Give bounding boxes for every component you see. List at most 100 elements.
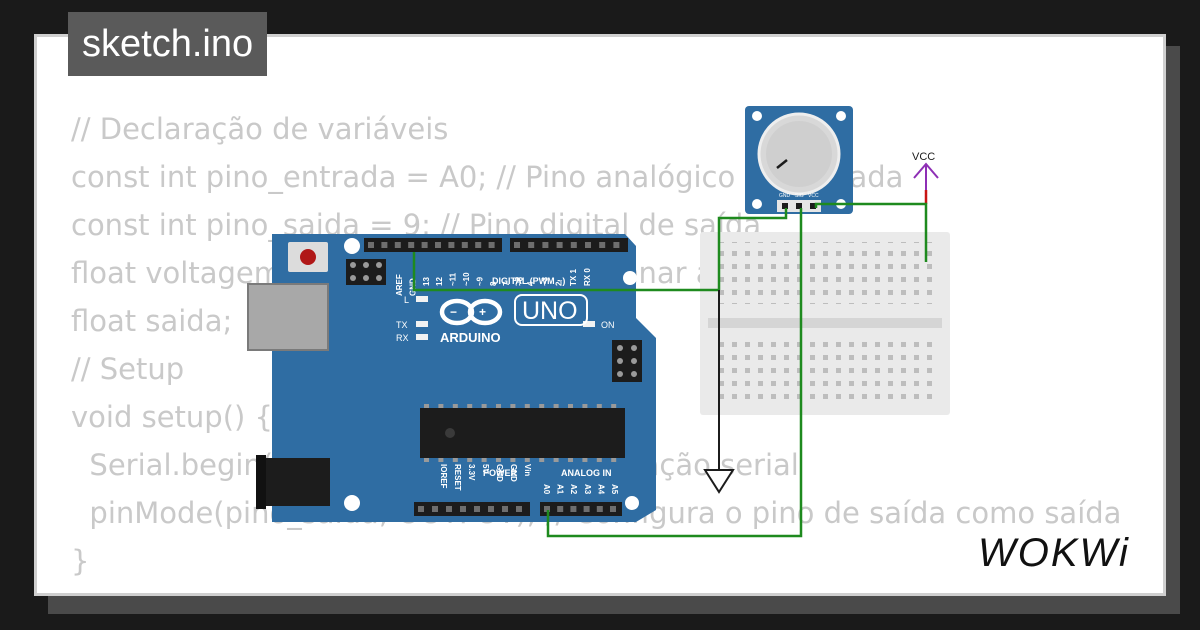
digital-pin-label: AREF (395, 274, 404, 296)
header-pin[interactable] (514, 242, 520, 248)
header-pin[interactable] (570, 242, 577, 248)
chip-leg (438, 458, 444, 462)
analog-pin-label: A0 (542, 484, 551, 495)
file-tab[interactable]: sketch.ino (68, 12, 268, 76)
header-pin[interactable] (446, 506, 452, 512)
code-line: void setup() { (71, 400, 273, 434)
chip-leg (596, 458, 602, 462)
header-pin[interactable] (516, 506, 522, 512)
digital-pin-label: ~11 (449, 272, 458, 286)
potentiometer[interactable]: GND SIG VCC (745, 106, 853, 214)
header-pin[interactable] (557, 506, 564, 512)
analog-pin-label: A1 (556, 484, 565, 495)
header-pin[interactable] (544, 506, 550, 512)
header-pin[interactable] (528, 242, 535, 248)
analog-pin-label: A3 (583, 484, 592, 495)
digital-pin-label: 8 (489, 281, 498, 286)
analog-pin-label: A4 (596, 484, 605, 495)
digital-pin-label: 4 (526, 281, 535, 286)
usb-port (247, 283, 329, 351)
header-pin[interactable] (596, 506, 603, 512)
header-pin[interactable] (488, 506, 494, 512)
chip-leg (611, 458, 617, 462)
header-pin[interactable] (448, 242, 455, 248)
chip-leg (568, 458, 573, 462)
chip-leg (568, 404, 573, 408)
header-pin[interactable] (460, 506, 466, 512)
digital-pin-label: ~9 (475, 276, 484, 286)
digital-header-left (364, 238, 502, 252)
breadboard[interactable] (700, 232, 950, 415)
chip-leg (496, 404, 501, 408)
header-pin[interactable] (368, 242, 374, 248)
header-pin[interactable] (585, 242, 591, 248)
chip-leg (424, 458, 429, 462)
chip-leg (452, 404, 458, 408)
chip-leg (611, 404, 617, 408)
uno-label: UNO (522, 297, 578, 325)
wire-arduino-gnd (412, 252, 719, 292)
header-pin[interactable] (583, 506, 590, 512)
svg-text:+: + (479, 305, 486, 319)
code-line: // Setup (71, 352, 185, 386)
header-pin[interactable] (418, 506, 424, 512)
power-header (414, 502, 530, 516)
chip-leg (524, 404, 530, 408)
chip-leg (481, 458, 487, 462)
vcc-symbol: VCC (912, 151, 939, 204)
pot-pin-label-gnd: GND (779, 193, 791, 199)
digital-pin-label: 2 (555, 281, 564, 286)
led-rx (416, 334, 428, 340)
header-pin[interactable] (542, 242, 549, 248)
digital-pin-label: ~3 (540, 276, 549, 286)
header-pin[interactable] (599, 242, 606, 248)
analog-in-label: ANALOG IN (561, 468, 612, 478)
power-pin-label: IOREF (439, 464, 448, 489)
wire-pot-sig-a0 (546, 208, 803, 538)
digital-pin-label: 13 (422, 277, 431, 286)
wire-pot-gnd (717, 208, 788, 290)
chip-leg (467, 404, 473, 408)
header-pin[interactable] (461, 242, 468, 248)
power-pin-label: GND (495, 464, 504, 482)
arduino-infinity-logo (439, 298, 503, 326)
header-pin[interactable] (502, 506, 508, 512)
header-pin[interactable] (613, 242, 620, 248)
power-pin-label: GND (509, 464, 518, 482)
code-line: float saida; (71, 304, 233, 338)
header-pin[interactable] (435, 242, 441, 248)
digital-pin-label: ~10 (462, 272, 471, 286)
header-pin[interactable] (474, 506, 480, 512)
analog-pin-label: A2 (569, 484, 578, 495)
header-pin[interactable] (408, 242, 415, 248)
header-pin[interactable] (570, 506, 577, 512)
arduino-brand-text: ARDUINO (440, 330, 501, 345)
chip-leg (510, 458, 516, 462)
led-tx (416, 321, 428, 327)
power-pin-label: RESET (453, 464, 462, 491)
svg-text:−: − (450, 305, 457, 319)
chip-leg (424, 404, 429, 408)
header-pin[interactable] (432, 506, 438, 512)
svg-text:VCC: VCC (912, 151, 935, 163)
digital-pin-label: RX 0 (583, 268, 592, 286)
code-line: // Declaração de variáveis (71, 112, 449, 146)
wokwi-logo: WOKWi (978, 531, 1130, 575)
chip-leg (496, 458, 501, 462)
header-pin[interactable] (488, 242, 495, 248)
header-pin[interactable] (394, 242, 401, 248)
header-pin[interactable] (421, 242, 428, 248)
svg-text:WOKWi: WOKWi (978, 531, 1130, 575)
header-pin[interactable] (475, 242, 482, 248)
chip-leg (539, 458, 545, 462)
header-pin[interactable] (381, 242, 388, 248)
chip-leg (596, 404, 602, 408)
header-pin[interactable] (556, 242, 563, 248)
power-jack (258, 458, 330, 506)
uno-badge (514, 294, 588, 326)
digital-pin-label: 7 (502, 281, 511, 286)
header-pin[interactable] (610, 506, 616, 512)
power-pin-label: Vin (523, 464, 532, 476)
